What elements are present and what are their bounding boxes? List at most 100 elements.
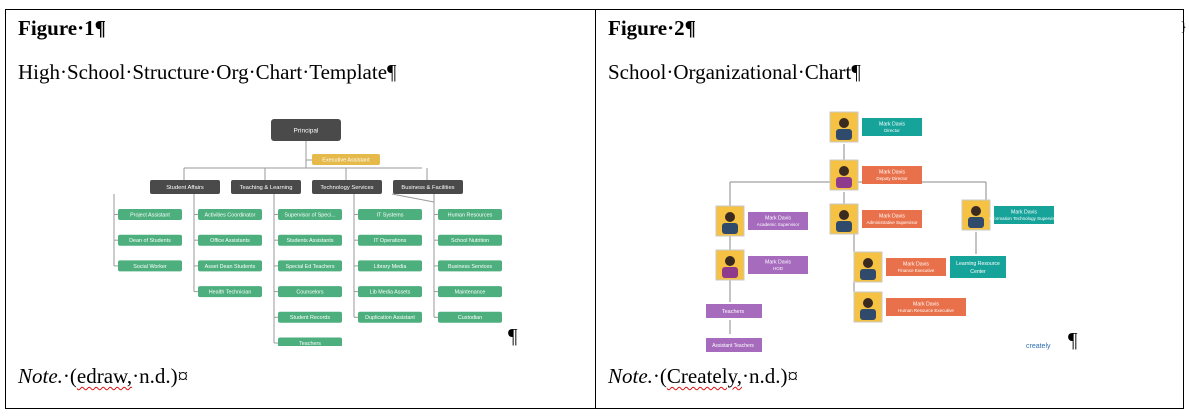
- department-3-item-3-box: [358, 286, 422, 298]
- department-1-node-box: [231, 180, 301, 194]
- node-director-box: [862, 118, 922, 136]
- figure1-note-prefix: Note.: [18, 364, 63, 388]
- department-1-item-2: Asset Dean Students: [198, 260, 262, 272]
- node-deputy-name: Mark Davis: [879, 170, 905, 176]
- department-3-item-4-label: Duplication Assistant: [365, 315, 415, 321]
- department-4-item-1: School Nutrition: [438, 234, 502, 246]
- department-4-item-3: Maintenance: [438, 286, 502, 298]
- department-3-node: Business & Facilities: [393, 180, 463, 194]
- department-3-node-box: [393, 180, 463, 194]
- department-3-item-0-box: [358, 209, 422, 220]
- avatar-body-icon: [968, 217, 984, 228]
- department-1-item-0-box: [198, 209, 262, 220]
- node-hod-name: Mark Davis: [765, 260, 791, 266]
- department-1-item-3: Health Technician: [198, 286, 262, 298]
- department-4-item-4-box: [438, 311, 502, 323]
- department-3-item-4-box: [358, 311, 422, 323]
- figure2-note-rest: ·n.d.)¤: [741, 364, 798, 388]
- department-4-item-4: Custodian: [438, 311, 502, 323]
- figure1-note-sep: ·(: [62, 364, 77, 388]
- node-deputy-box: [862, 166, 922, 184]
- node-assistant-teachers-box: [706, 338, 762, 352]
- department-1-item-0: Activities Coordinator: [198, 209, 262, 220]
- figure1-label: Figure·1¶: [18, 16, 106, 40]
- department-2-item-1-box: [278, 234, 342, 246]
- department-4-item-2: Business Services: [438, 260, 502, 272]
- avatar-head-icon: [839, 118, 849, 128]
- node-info-role: Information Technology Supervisor: [989, 216, 1059, 221]
- node-lrc-role: Center: [970, 269, 986, 275]
- node-assistant-teachers-label: Assistant Teachers: [712, 343, 754, 349]
- figure1-connector-lines: [113, 141, 438, 344]
- avatar-body-icon: [860, 269, 876, 280]
- avatar-body-icon: [722, 267, 738, 278]
- department-1-node: Teaching & Learning: [231, 180, 301, 194]
- node-hr-role: Human Resource Executive: [898, 308, 954, 313]
- node-hr-box: [886, 298, 966, 316]
- department-4-item-0-box: [438, 209, 502, 220]
- document-table: Figure·1¶ High·School·Structure·Org·Char…: [5, 9, 1187, 409]
- node-director-name: Mark Davis: [879, 122, 905, 128]
- figure2-edge-mark: }: [1180, 20, 1187, 35]
- node-admin-role: Administrative Supervisor: [866, 220, 918, 225]
- department-1-item-2-label: Asset Dean Students: [205, 264, 256, 270]
- node-director-role: Director: [884, 128, 900, 133]
- department-2-item-3: Counselors: [278, 286, 342, 298]
- node-teachers-label: Teachers: [722, 309, 745, 315]
- connector-line: [391, 193, 435, 203]
- department-0-item-1-label: Dean of Students: [129, 238, 171, 244]
- department-2-node-box: [312, 180, 382, 194]
- department-1-node-label: Teaching & Learning: [240, 185, 293, 191]
- department-0-item-1: Dean of Students: [118, 234, 182, 246]
- node-finance-box: [886, 258, 946, 276]
- figure1-note-source: edraw,: [76, 364, 133, 388]
- department-3-item-2-label: Library Media: [374, 264, 407, 270]
- table-column-divider: [595, 10, 596, 408]
- node-lrc-box: [950, 256, 1006, 278]
- node-teachers-box: [706, 304, 762, 318]
- department-0-item-0-box: [118, 209, 182, 220]
- figure2-label: Figure·2¶: [608, 16, 696, 40]
- department-1-item-2-box: [198, 260, 262, 272]
- department-3-item-3: Lib Media Assets: [358, 286, 422, 298]
- figure1-cell: Figure·1¶ High·School·Structure·Org·Char…: [6, 10, 595, 408]
- node-academic-role: Academic Supervisor: [757, 222, 800, 227]
- department-2-item-2: Special Ed Teachers: [278, 260, 342, 272]
- department-2-item-4-label: Student Records: [290, 315, 330, 321]
- figure1-title: High·School·Structure·Org·Chart·Template…: [18, 60, 397, 84]
- department-1-item-3-label: Health Technician: [209, 289, 251, 295]
- avatar-body-icon: [836, 221, 852, 232]
- department-4-item-4-label: Custodian: [458, 315, 482, 321]
- department-4-item-0-label: Human Resources: [448, 212, 493, 218]
- avatar-body-icon: [836, 177, 852, 188]
- department-0-node: Student Affairs: [150, 180, 220, 194]
- node-finance-name: Mark Davis: [903, 262, 929, 268]
- department-2-item-3-box: [278, 286, 342, 298]
- avatar-head-icon: [725, 212, 735, 222]
- department-1-item-1-label: Office Assistants: [210, 238, 250, 244]
- department-2-item-3-label: Counselors: [296, 289, 324, 295]
- avatar-head-icon: [971, 206, 981, 216]
- node-deputy-role: Deputy Director: [876, 176, 908, 181]
- department-4-item-1-label: School Nutrition: [451, 238, 489, 244]
- avatar-head-icon: [863, 258, 873, 268]
- department-3-item-1: IT Operations: [358, 234, 422, 246]
- department-0-node-box: [150, 180, 220, 194]
- figure2-note-sep: ·(: [652, 364, 667, 388]
- department-1-item-1: Office Assistants: [198, 234, 262, 246]
- department-2-item-1: Students Assistants: [278, 234, 342, 246]
- department-2-item-0-box: [278, 209, 342, 220]
- avatar-body-icon: [836, 129, 852, 140]
- department-1-item-1-box: [198, 234, 262, 246]
- department-3-item-2: Library Media: [358, 260, 422, 272]
- node-academic-name: Mark Davis: [765, 216, 791, 222]
